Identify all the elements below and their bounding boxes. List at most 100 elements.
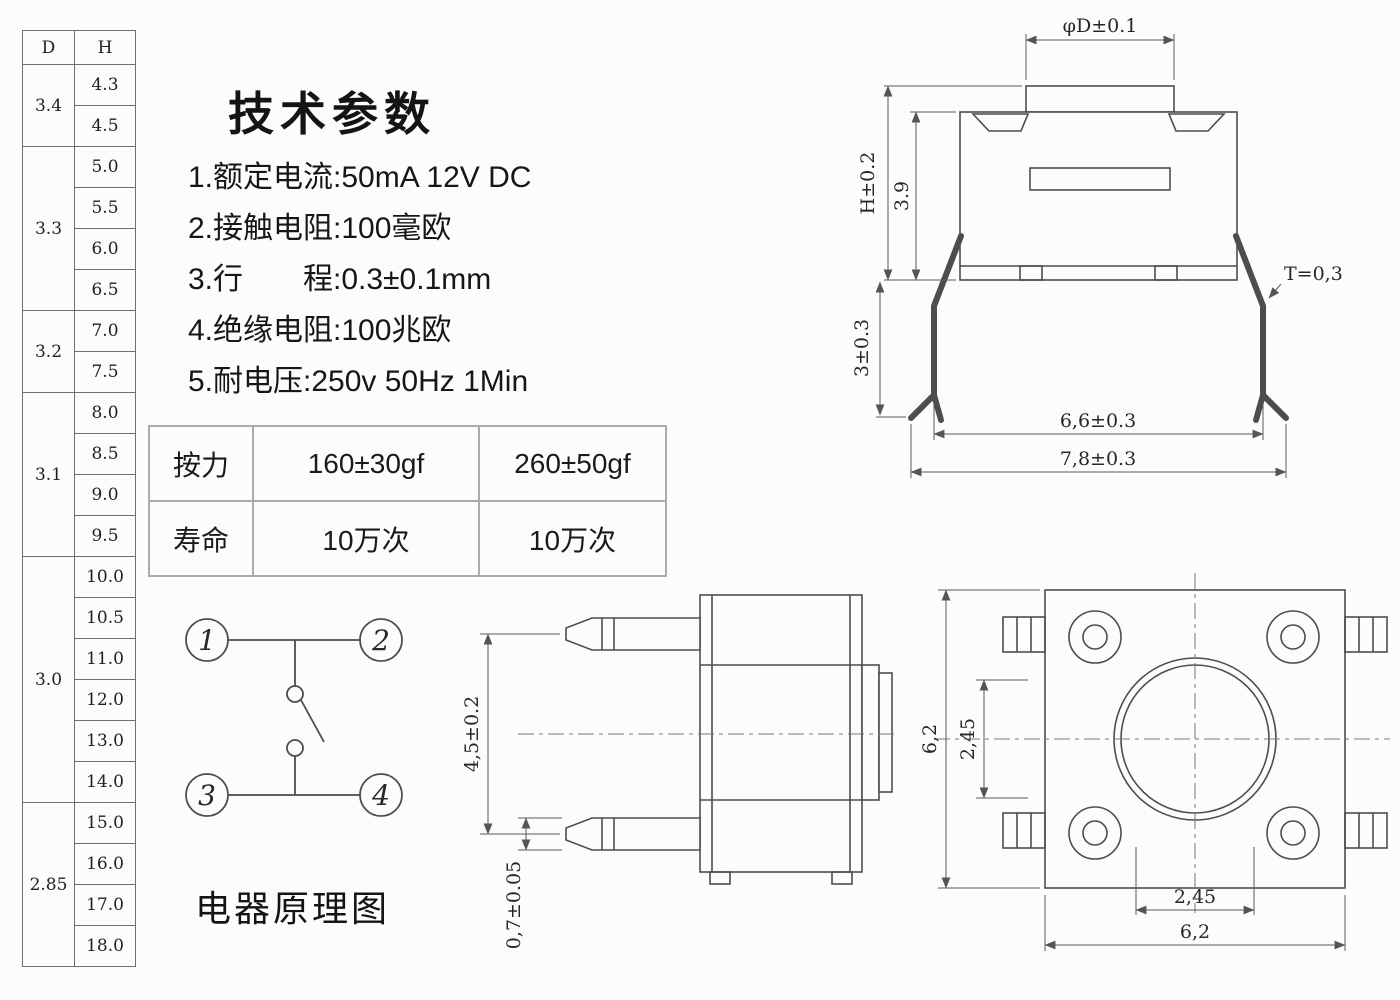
clip-right [1167, 113, 1226, 132]
schematic-wiring [185, 618, 403, 817]
base-tab-left [1019, 265, 1043, 281]
dh-h-cell: 16.0 [74, 843, 136, 885]
dim-label-pin-thickness: 0,7±0.05 [503, 861, 525, 949]
table-row: 16.0 [23, 843, 136, 885]
dh-h-cell: 8.5 [74, 433, 136, 475]
contact-dot-upper [286, 685, 304, 703]
tech-param-item: 4.绝缘电阻:100兆欧 [188, 314, 452, 347]
dim-label-leg-height: 3±0.3 [851, 319, 873, 377]
dh-h-cell: 5.0 [74, 146, 136, 188]
table-row: 9.5 [23, 515, 136, 557]
table-row: 7.5 [23, 351, 136, 393]
spec-cell-life-label: 寿命 [148, 500, 254, 577]
dh-h-cell: 14.0 [74, 761, 136, 803]
table-row: 按力 160±30gf 260±50gf [148, 425, 667, 502]
side-view-body [565, 594, 893, 885]
table-row: 寿命 10万次 10万次 [148, 500, 667, 577]
table-row: 5.5 [23, 187, 136, 229]
dim-label-body-height: 3.9 [891, 181, 913, 211]
side-view-dimension-labels: 4,5±0.2 0,7±0.05 [461, 696, 525, 949]
dim-label-height-inner: 2,45 [957, 718, 979, 760]
dh-h-cell: 7.0 [74, 310, 136, 352]
dim-label-width-outer: 7,8±0.3 [1060, 448, 1136, 470]
schematic-caption: 电器原理图 [195, 888, 391, 929]
front-view-body [959, 85, 1238, 281]
switch-blade [300, 699, 325, 743]
dh-h-cell: 4.3 [74, 64, 136, 106]
dim-label-width-outer: 6,2 [1180, 921, 1210, 943]
force-life-table: 按力 160±30gf 260±50gf 寿命 10万次 10万次 [148, 425, 667, 577]
rivet-top-left [1068, 610, 1122, 664]
bottom-tab-1 [709, 871, 731, 885]
tech-param-item: 1.额定电流:50mA 12V DC [188, 161, 532, 194]
dh-h-cell: 10.5 [74, 597, 136, 639]
dim-label-diameter: φD±0.1 [1063, 15, 1138, 37]
dh-h-cell: 6.0 [74, 228, 136, 270]
table-row: 11.0 [23, 638, 136, 680]
dim-label-thickness: T=0,3 [1284, 263, 1343, 285]
dh-d-cell: 3.2 [22, 310, 75, 393]
table-row: 6.5 [23, 269, 136, 311]
dh-h-cell: 9.5 [74, 515, 136, 557]
table-row: 13.0 [23, 720, 136, 762]
side-view-dimension-lines [480, 633, 562, 851]
dh-header-row: D H [22, 30, 136, 65]
contact-dot-lower [286, 739, 304, 757]
table-row: 18.0 [23, 925, 136, 967]
top-view-drawing: 6,2 2,45 2,45 6,2 [919, 573, 1390, 951]
top-view-dimension-labels: 6,2 2,45 2,45 6,2 [919, 718, 1216, 943]
plunger-side-tip [878, 672, 893, 793]
leg-right [1233, 233, 1289, 421]
spec-cell-force-2: 260±50gf [478, 425, 667, 502]
dh-h-cell: 9.0 [74, 474, 136, 516]
tech-param-item: 5.耐电压:250v 50Hz 1Min [188, 365, 529, 398]
table-row: 4.5 [23, 105, 136, 147]
dh-h-cell: 18.0 [74, 925, 136, 967]
spec-cell-life-2: 10万次 [478, 500, 667, 577]
dh-h-cell: 15.0 [74, 802, 136, 844]
tech-param-item: 2.接触电阻:100毫欧 [188, 212, 452, 245]
front-view-dimension-labels: φD±0.1 H±0.2 3.9 3±0.3 T=0,3 6,6±0.3 7,8… [851, 15, 1343, 470]
rivet-bottom-left [1068, 806, 1122, 860]
dh-header-h: H [74, 30, 136, 65]
clip-left [971, 113, 1030, 132]
spec-cell-life-1: 10万次 [252, 500, 480, 577]
dim-label-total-height: H±0.2 [857, 152, 879, 215]
dim-label-width-inner: 2,45 [1174, 886, 1216, 908]
dh-h-cell: 5.5 [74, 187, 136, 229]
dh-h-cell: 11.0 [74, 638, 136, 680]
table-row: 9.0 [23, 474, 136, 516]
table-row: 14.0 [23, 761, 136, 803]
front-view-drawing: φD±0.1 H±0.2 3.9 3±0.3 T=0,3 6,6±0.3 7,8… [851, 15, 1343, 478]
dim-label-pin-pitch: 4,5±0.2 [461, 696, 483, 772]
spec-cell-force-1: 160±30gf [252, 425, 480, 502]
switch-body-side [699, 594, 863, 873]
dim-label-width-inner: 6,6±0.3 [1060, 410, 1136, 432]
tech-params-list: 1.额定电流:50mA 12V DC 2.接触电阻:100毫欧 3.行 程:0.… [188, 152, 531, 407]
plunger-base [1029, 167, 1171, 191]
dh-h-cell: 17.0 [74, 884, 136, 926]
dim-label-height-outer: 6,2 [919, 724, 941, 754]
base-tab-right [1154, 265, 1178, 281]
dh-d-cell: 3.0 [22, 556, 75, 803]
bottom-tab-2 [831, 871, 853, 885]
schematic-terminal-numbers: 1 2 3 4 [198, 624, 390, 812]
tech-param-item: 3.行 程:0.3±0.1mm [188, 263, 492, 296]
terminal-number-2: 2 [371, 624, 390, 657]
tech-params-title: 技术参数 [228, 88, 436, 140]
dh-d-cell: 2.85 [22, 802, 75, 967]
front-view-legs [908, 233, 1289, 423]
pin-tab-right-top [1344, 616, 1388, 653]
pin-tab-left-top [1002, 616, 1046, 653]
rivet-bottom-right [1266, 806, 1320, 860]
pin-upper [565, 617, 701, 651]
plunger-button [1025, 85, 1175, 113]
dh-h-cell: 12.0 [74, 679, 136, 721]
leg-left [908, 233, 964, 421]
dh-d-cell: 3.3 [22, 146, 75, 311]
top-view-dimension-lines [938, 589, 1346, 951]
